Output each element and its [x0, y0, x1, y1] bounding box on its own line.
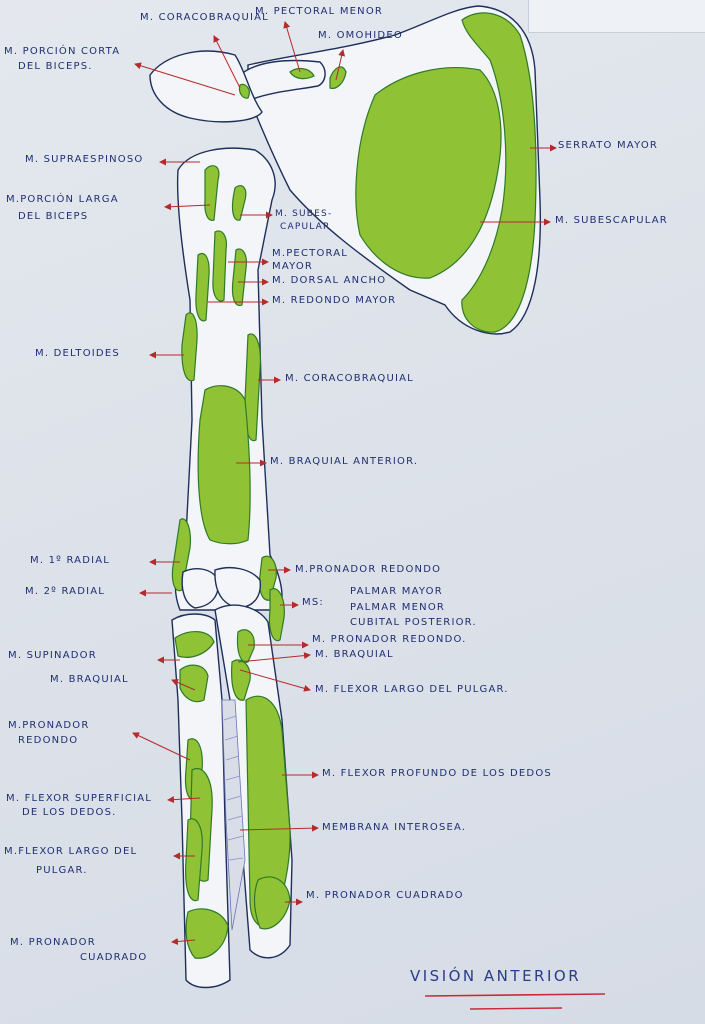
label-subescapular-1: M. SUBES- [275, 209, 333, 219]
pronador-cuadrado-radial [253, 876, 291, 930]
supinador-insertion [174, 631, 215, 658]
membrana-hatch [223, 715, 244, 861]
braquial-anterior-origin [197, 385, 251, 545]
braquial-insertion [179, 664, 209, 703]
flexor-largo-pulgar-distal [185, 818, 203, 902]
label-cubital-posterior: CUBITAL POSTERIOR. [350, 617, 477, 628]
label-coracobraquial-mid: M. CORACOBRAQUIAL [285, 373, 414, 384]
label-pronador-redondo-left-2: REDONDO [18, 735, 79, 746]
label-braquial-anterior: M. BRAQUIAL ANTERIOR. [270, 456, 419, 467]
membrana-interosea [221, 699, 246, 931]
label-supraespinoso: M. SUPRAESPINOSO [25, 154, 144, 165]
pronador-redondo-forearm [236, 629, 255, 663]
label-membrana: MEMBRANA INTEROSEA. [322, 822, 467, 833]
label-ms: MS: [302, 597, 324, 608]
pronador-cuadrado-ulnar [185, 908, 229, 959]
label-supinador: M. SUPINADOR [8, 650, 97, 661]
label-subescapular-2: CAPULAR [280, 222, 331, 232]
coracobraquial-origin [238, 83, 250, 99]
label-biceps-corta-2: DEL BICEPS. [18, 61, 93, 72]
omohioideo-origin [329, 66, 347, 89]
label-radial-2: M. 2º RADIAL [25, 586, 106, 597]
title-underline [424, 993, 606, 997]
label-biceps-larga-2: DEL BICEPS [18, 211, 89, 222]
label-redondo-mayor: M. REDONDO MAYOR [272, 295, 397, 306]
pectoral-mayor-insertion [212, 230, 227, 302]
label-pectoral-mayor-1: M.PECTORAL [272, 248, 349, 259]
label-pronador-redondo-top: M.PRONADOR REDONDO [295, 564, 442, 575]
label-flexor-largo-pulgar-mid: M. FLEXOR LARGO DEL PULGAR. [315, 684, 509, 695]
label-pronador-cuadrado-right: M. PRONADOR CUADRADO [306, 890, 464, 901]
label-flexor-largo-pulgar-left-2: PULGAR. [36, 865, 88, 876]
label-flexor-largo-pulgar-left-1: M.FLEXOR LARGO DEL [4, 846, 138, 857]
label-palmar-menor: PALMAR MENOR [350, 602, 446, 613]
label-pronador-cuadrado-left-2: CUADRADO [80, 952, 148, 963]
pectoral-menor-origin [289, 67, 315, 80]
dorsal-ancho-insertion [231, 248, 247, 307]
flexor-largo-pulgar-proximal [231, 659, 251, 701]
label-braquial-mid: M. BRAQUIAL [315, 649, 394, 660]
label-omohioideo: M. OMOHIDEO [318, 30, 403, 41]
redondo-mayor-insertion [195, 253, 210, 322]
title-underline-2 [469, 1007, 563, 1010]
label-pronador-redondo-left-1: M.PRONADOR [8, 720, 90, 731]
label-pronador-cuadrado-left-1: M. PRONADOR [10, 937, 96, 948]
label-biceps-corta-1: M. PORCIÓN CORTA [4, 46, 121, 57]
label-flexor-superficial-2: DE LOS DEDOS. [22, 807, 117, 818]
diagram-title: VISIÓN ANTERIOR [410, 967, 582, 985]
subescapular-insertion [231, 185, 247, 221]
biceps-larga-groove [204, 165, 220, 221]
flexores-origin [268, 588, 285, 642]
label-pectoral-mayor-2: MAYOR [272, 261, 314, 272]
label-flexor-profundo: M. FLEXOR PROFUNDO DE LOS DEDOS [322, 768, 552, 779]
trochlea [181, 568, 219, 609]
leader-arrows [132, 21, 557, 945]
label-subescapular-right: M. SUBESCAPULAR [555, 215, 668, 226]
flexor-profundo-dedos [245, 695, 291, 927]
label-serrato-mayor: SERRATO MAYOR [558, 140, 659, 151]
label-braquial-left: M. BRAQUIAL [50, 674, 129, 685]
serrato-mayor-muscle [461, 12, 537, 333]
label-pronador-redondo-mid: M. PRONADOR REDONDO. [312, 634, 467, 645]
label-deltoides: M. DELTOIDES [35, 348, 120, 359]
label-biceps-larga-1: M.PORCIÓN LARGA [6, 194, 119, 205]
paper-corner [528, 0, 705, 33]
label-palmar-mayor: PALMAR MAYOR [350, 586, 443, 597]
label-coracobraquial-top: M. CORACOBRAQUIAL [140, 12, 269, 23]
label-flexor-superficial-1: M. FLEXOR SUPERFICIAL [6, 793, 153, 804]
label-pectoral-menor: M. PECTORAL MENOR [255, 6, 384, 17]
label-dorsal-ancho: M. DORSAL ANCHO [272, 275, 387, 286]
radial-1-origin [171, 518, 191, 592]
deltoides-insertion [181, 312, 198, 382]
label-radial-1: M. 1º RADIAL [30, 555, 111, 566]
capitulum [214, 567, 262, 609]
subescapular-muscle [355, 67, 502, 279]
